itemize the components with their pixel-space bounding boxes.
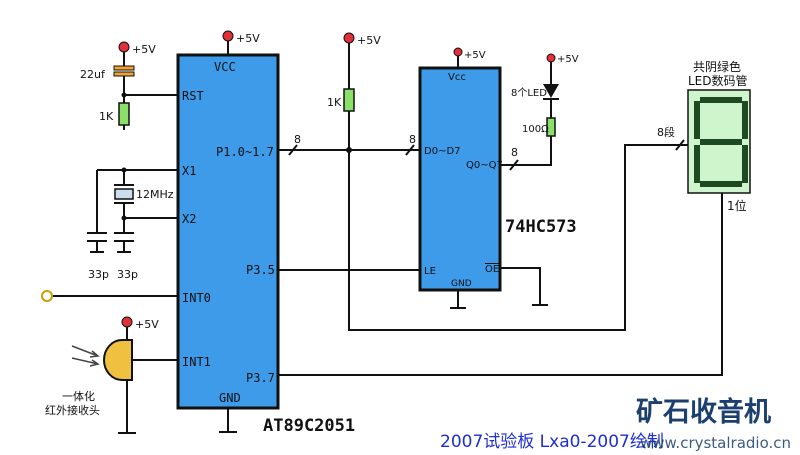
bus-slash [509,159,519,171]
latch-le-label: LE [424,266,436,277]
ir-label-1: 一体化 [62,389,95,403]
led-icon [543,84,559,98]
mcu-p37-label: P3.7 [246,371,275,385]
pullup-label: 1K [327,96,342,109]
bus-slash [288,144,415,156]
resistor-pullup [343,88,355,112]
mcu-name: AT89C2051 [263,416,355,436]
display-title-2: LED数码管 [688,73,748,88]
crystal-label: 12MHz [136,188,174,201]
digit-label: 1位 [727,198,747,213]
bus-width-label: 8 [511,146,518,159]
power-label: +5V [135,318,159,331]
int0-terminal [41,290,53,302]
power-label: +5V [357,34,381,47]
power-label: +5V [236,32,260,45]
mcu-vcc-label: VCC [214,60,236,74]
power-label: +5V [464,50,486,61]
ir-light-icon [71,345,100,367]
power-dot [453,47,463,57]
mcu-int1-label: INT1 [182,355,211,369]
display-title-1: 共阴绿色 [693,59,741,74]
res-reset-label: 1K [99,110,114,123]
footer-text: 2007试验板 Lxa0-2007绘制 [440,432,664,452]
power-dot [343,32,355,44]
crystal-12mhz [114,188,134,200]
mcu-int0-label: INT0 [182,291,211,305]
mcu-p1-label: P1.0~1.7 [216,145,274,159]
ir-label-2: 红外接收头 [45,403,100,417]
bus-width-label: 8 [294,133,301,146]
latch-name: 74HC573 [505,217,577,237]
leds-label: 8个LED [511,87,547,99]
ground-icon [219,408,237,433]
cap-reset-label: 22uf [80,68,106,81]
watermark-url: www.crystalradio.cn [640,434,791,452]
mcu-x2-label: X2 [182,212,196,226]
latch-oe-label: OE [485,264,499,275]
segments [694,97,748,187]
power-dot [546,53,556,63]
power-dot [118,41,130,53]
bus-width-label: 8 [409,133,416,146]
power-dot [121,316,133,328]
power-label: +5V [132,43,156,56]
mcu-p35-label: P3.5 [246,263,275,277]
junction [121,215,127,221]
power-label: +5V [557,54,579,65]
mcu-chip [176,53,280,410]
resistor-100 [546,117,556,137]
watermark-title: 矿石收音机 [636,396,771,428]
latch-vcc-label: Vcc [448,72,466,83]
capacitor-22uf [113,65,135,71]
power-dot [222,30,234,42]
mcu-rst-label: RST [182,89,204,103]
latch-d-label: D0~D7 [424,146,461,157]
cap2-label: 33p [117,268,138,281]
ground-icon [450,267,548,309]
junction [121,92,127,98]
latch-gnd-label: GND [451,279,472,289]
junction [121,167,127,173]
ir-receiver [103,339,133,381]
led-res-label: 100Ω [522,124,549,135]
cap1-label: 33p [88,268,109,281]
bus-slash [675,139,685,151]
latch-q-label: Q0~Q7 [466,160,503,171]
segments-label: 8段 [657,125,675,139]
capacitors-33p [87,232,134,242]
capacitor-plate [113,71,135,77]
latch-chip [418,66,502,292]
mcu-x1-label: X1 [182,164,196,178]
mcu-gnd-label: GND [219,391,241,405]
resistor-1k [118,102,130,126]
